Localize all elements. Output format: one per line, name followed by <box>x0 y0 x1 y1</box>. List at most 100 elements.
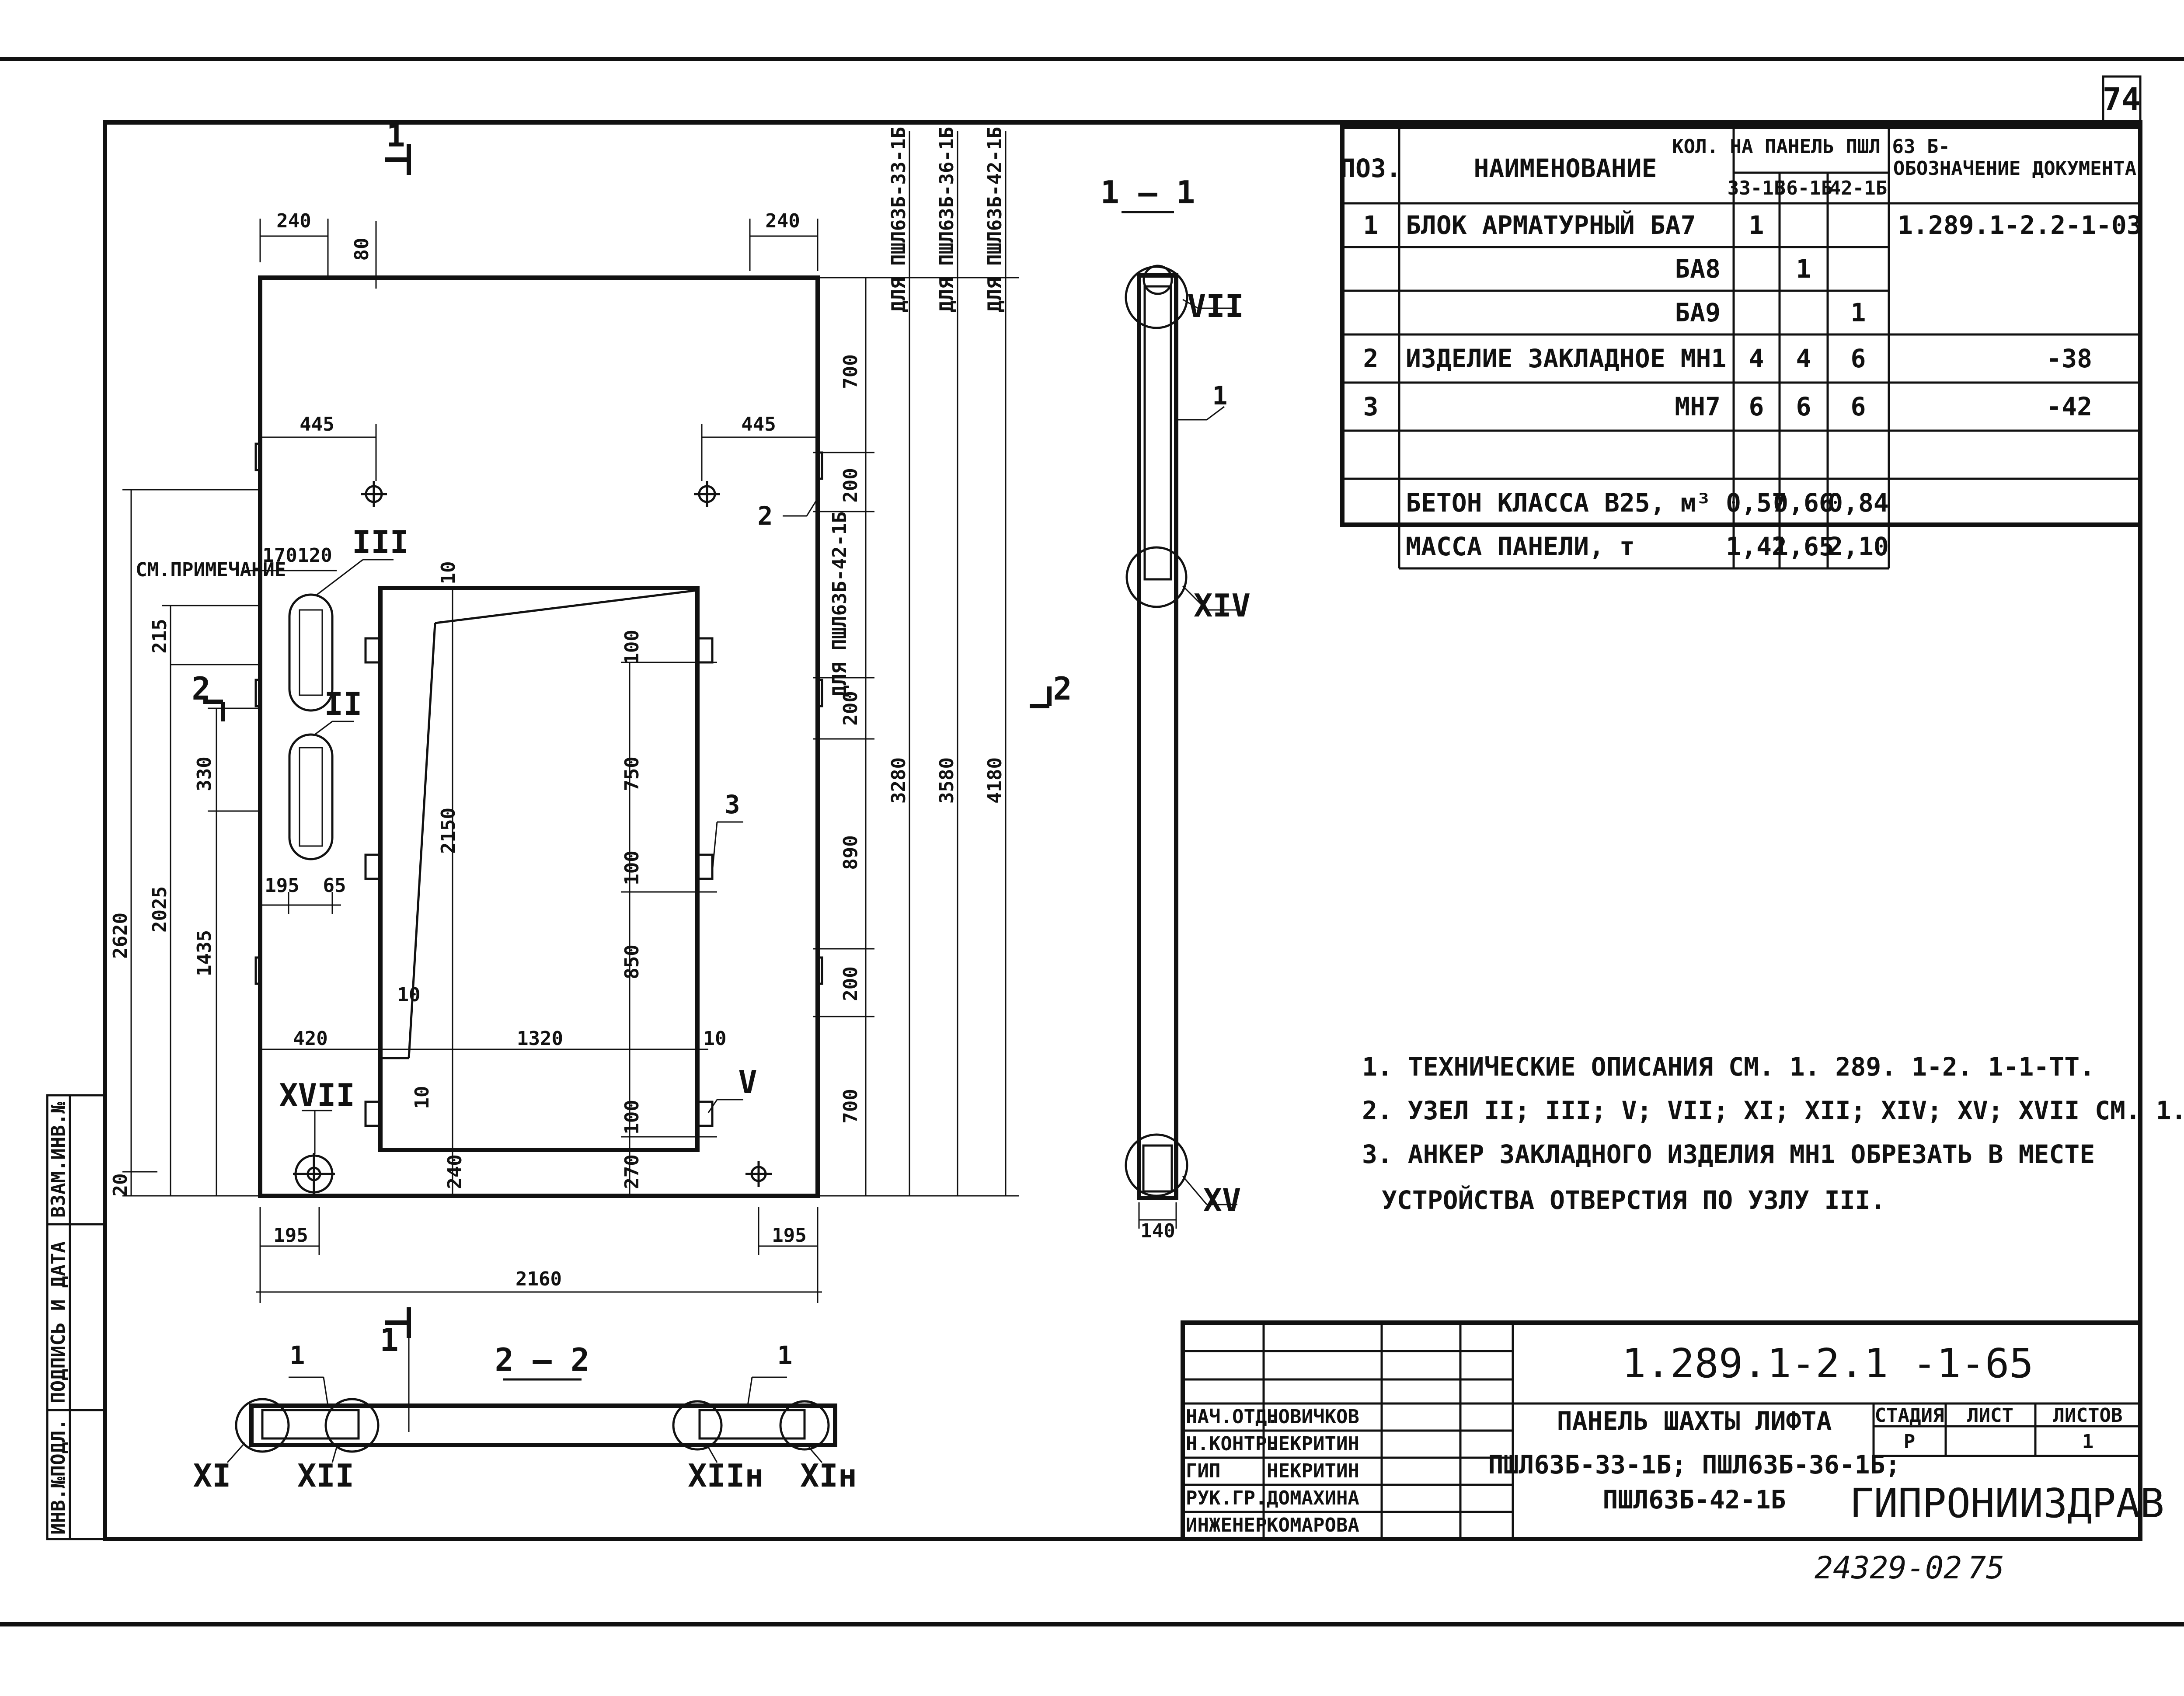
dim-195-br: 195 <box>772 1224 806 1247</box>
cut-mark-1-bottom: 1 <box>380 1322 398 1358</box>
sheet-header: ЛИСТ <box>1967 1404 2013 1427</box>
dim-240-right: 240 <box>765 210 800 232</box>
spec-row-q3: 6 <box>1851 344 1866 373</box>
stage-value: Р <box>1904 1431 1916 1453</box>
dim-700-top: 700 <box>839 354 862 389</box>
dim-10-top: 10 <box>437 561 460 585</box>
dim-1435: 1435 <box>193 930 216 976</box>
sheet-number: 74 <box>2103 81 2141 118</box>
note-3-cont: УСТРОЙСТВА ОТВЕРСТИЯ ПО УЗЛУ III. <box>1382 1185 1885 1215</box>
dim-850: 850 <box>621 944 643 979</box>
note-2: 2. УЗЕЛ II; III; V; VII; XI; XII; XIV; X… <box>1362 1096 2184 1125</box>
section-22-wall <box>249 1403 837 1447</box>
dim-330: 330 <box>193 756 216 791</box>
slot-lower <box>288 733 334 860</box>
staff-name: НЕКРИТИН <box>1267 1460 1359 1482</box>
dim-215: 215 <box>149 619 171 653</box>
node-V: V <box>738 1064 757 1100</box>
dim-1320: 1320 <box>517 1027 563 1050</box>
node-XII-n: XIIн <box>688 1457 763 1494</box>
dim-3280: 3280 <box>888 757 910 804</box>
spec-row-q3: 0,84 <box>1828 488 1889 518</box>
spec-row-name: БЕТОН КЛАССА В25, м³ <box>1406 488 1711 518</box>
dim-750: 750 <box>621 756 643 791</box>
dim-445-left: 445 <box>300 413 334 435</box>
drawing-frame <box>103 120 2142 1541</box>
footer-code: 24329-02 <box>1815 1550 1962 1586</box>
node-XVII: XVII <box>279 1077 355 1114</box>
staff-role: НАЧ.ОТД. <box>1186 1406 1278 1428</box>
node-III: III <box>352 524 409 561</box>
dim-2620: 2620 <box>109 912 132 959</box>
node-XII: XII <box>297 1457 354 1494</box>
sheets-value: 1 <box>2082 1431 2094 1453</box>
spec-row-q2: 6 <box>1796 392 1811 421</box>
stage-header: СТАДИЯ <box>1875 1404 1944 1427</box>
sheet-number-box <box>2102 75 2142 124</box>
dim-200-a: 200 <box>839 468 862 502</box>
dim-195-slot: 195 <box>265 874 299 897</box>
spec-row-q1: 4 <box>1749 344 1764 373</box>
spec-header-q1: 33-1Б <box>1728 177 1785 199</box>
for-label-33: ДЛЯ ПШЛ63Б-33-1Б <box>888 127 910 312</box>
staff-role: РУК.ГР. <box>1186 1487 1267 1509</box>
dim-700-bottom: 700 <box>839 1089 862 1123</box>
spec-row-name: МН7 <box>1675 392 1721 421</box>
dim-100-b: 100 <box>621 850 643 885</box>
spec-row-q1: 1 <box>1749 210 1764 240</box>
dim-10-left: 10 <box>397 984 421 1006</box>
spec-row-q1: 6 <box>1749 392 1764 421</box>
dim-100-a: 100 <box>621 630 643 664</box>
side-stamp-inv: ИНВ.№ПОДЛ. <box>47 1419 70 1535</box>
title-line-3: ПШЛ63Б-42-1Б <box>1602 1485 1786 1515</box>
dim-240-left: 240 <box>276 210 311 232</box>
dim-445-right: 445 <box>741 413 776 435</box>
spec-header-doc: ОБОЗНАЧЕНИЕ ДОКУМЕНТА <box>1893 157 2136 180</box>
staff-role: ИНЖЕНЕР <box>1186 1514 1267 1536</box>
spec-header-pos: ПОЗ. <box>1340 153 1401 183</box>
side-stamp: ИНВ.№ПОДЛ. ПОДПИСЬ И ДАТА ВЗАМ.ИНВ.№ <box>46 1094 106 1540</box>
staff-name: НЕКРИТИН <box>1267 1433 1359 1455</box>
spec-row-name: ИЗДЕЛИЕ ЗАКЛАДНОЕ МН1 <box>1406 344 1726 373</box>
dim-240-bottom: 240 <box>444 1154 466 1189</box>
staff-role: ГИП <box>1186 1460 1220 1482</box>
for-label-42: ДЛЯ ПШЛ63Б-42-1Б <box>984 127 1006 312</box>
spec-row-doc: -38 <box>2046 344 2092 373</box>
dim-2150: 2150 <box>437 808 460 854</box>
side-stamp-sign: ПОДПИСЬ И ДАТА <box>47 1241 70 1403</box>
dim-3580: 3580 <box>936 757 958 804</box>
note-3: 3. АНКЕР ЗАКЛАДНОГО ИЗДЕЛИЯ МН1 ОБРЕЗАТЬ… <box>1362 1139 2095 1169</box>
spec-row-q2: 4 <box>1796 344 1811 373</box>
spec-row-pos: 2 <box>1363 344 1379 373</box>
section-22-title: 2 – 2 <box>495 1341 590 1378</box>
section-11-wall <box>1137 273 1178 1200</box>
dim-890: 890 <box>839 835 862 870</box>
footer-page: 75 <box>1968 1550 2004 1586</box>
dim-20: 20 <box>109 1174 132 1197</box>
title-line-1: ПАНЕЛЬ ШАХТЫ ЛИФТА <box>1557 1406 1832 1436</box>
side-stamp-replace: ВЗАМ.ИНВ.№ <box>47 1102 70 1218</box>
dim-2160: 2160 <box>516 1268 562 1290</box>
cut-mark-2-left: 2 <box>192 670 210 707</box>
callout-pos1-section: 1 <box>1212 381 1228 411</box>
spec-header-q2: 36-1Б <box>1775 177 1832 199</box>
dim-120: 120 <box>297 544 332 567</box>
section-2-2: 2 – 2 1 1 XI XII XIIн XIн <box>193 1341 857 1494</box>
title-line-2: ПШЛ63Б-33-1Б; ПШЛ63Б-36-1Б; <box>1488 1450 1901 1480</box>
spec-row-q1: 0,57 <box>1726 488 1787 518</box>
spec-row-pos: 1 <box>1363 210 1379 240</box>
note-1: 1. ТЕХНИЧЕСКИЕ ОПИСАНИЯ СМ. 1. 289. 1-2.… <box>1362 1052 2095 1082</box>
section-11-title: 1 – 1 <box>1101 174 1195 211</box>
dim-100-c: 100 <box>621 1100 643 1134</box>
callout-pos2: 2 <box>758 501 773 531</box>
section-1-1: 1 – 1 140 VII 1 XIV XV <box>1101 174 1250 1242</box>
node-XI: XI <box>193 1457 231 1494</box>
staff-name: НОВИЧКОВ <box>1267 1406 1359 1428</box>
spec-row-doc: 1.289.1-2.2-1-03 <box>1898 210 2142 240</box>
spec-row-q3: 2,10 <box>1828 532 1889 561</box>
dim-195-bl: 195 <box>273 1224 308 1247</box>
callout-pos1-b: 1 <box>777 1341 793 1370</box>
dim-4180: 4180 <box>984 757 1006 804</box>
